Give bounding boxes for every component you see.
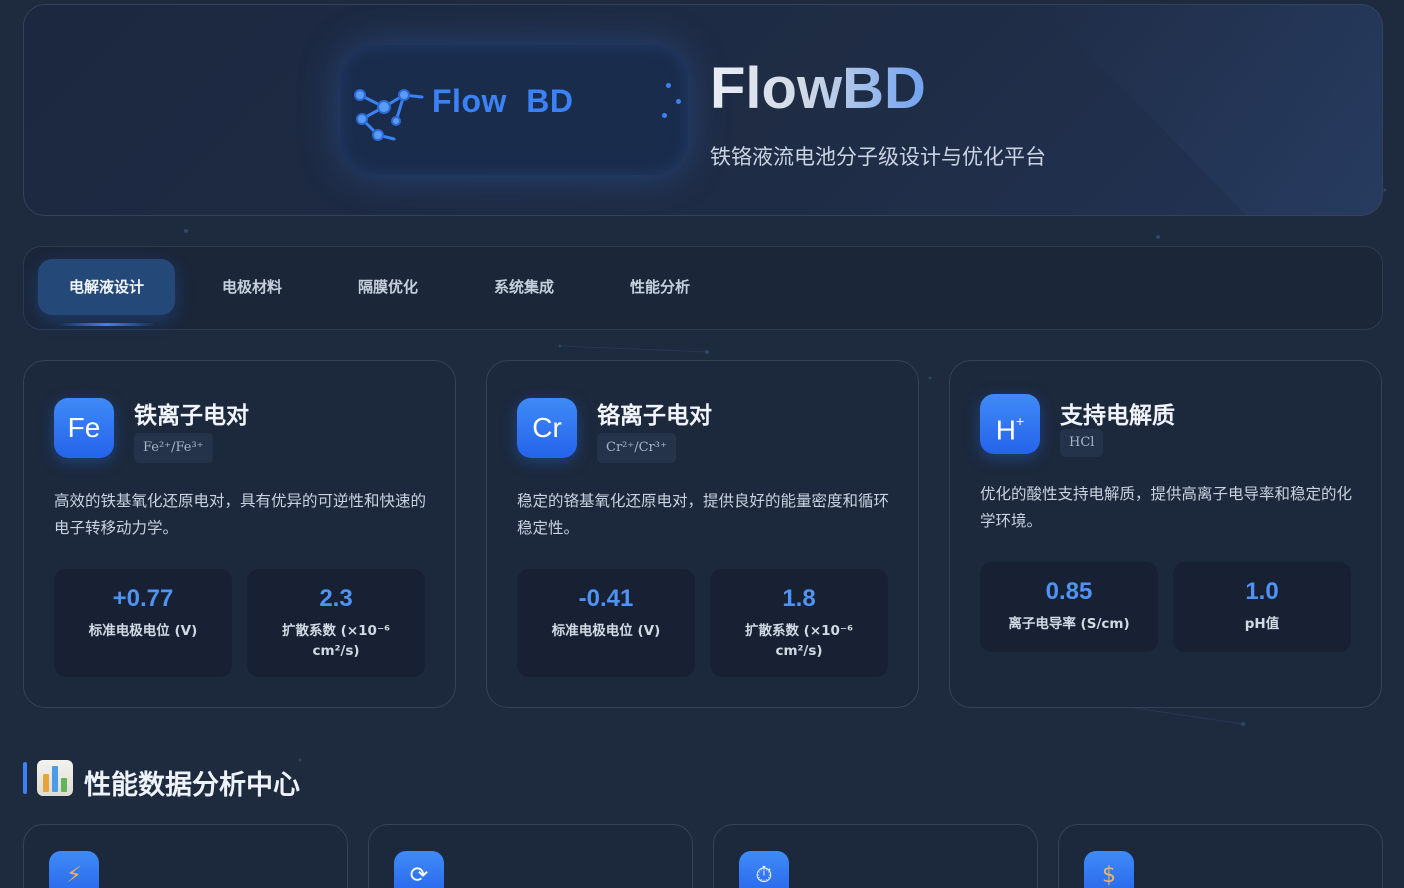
card-title: 铬离子电对 <box>597 403 712 429</box>
h-plus-element-icon: H+ <box>980 394 1040 454</box>
stat-diffusion-coefficient: 2.3 扩散系数 (×10⁻⁶ cm²/s) <box>247 569 425 677</box>
stopwatch-icon: ⏱ <box>739 851 789 888</box>
stat-electrode-potential: -0.41 标准电极电位 (V) <box>517 569 695 677</box>
card-description: 优化的酸性支持电解质，提供高离子电导率和稳定的化学环境。 <box>980 485 1353 530</box>
cr-element-icon: Cr <box>517 398 577 458</box>
card-title: 支持电解质 <box>1060 403 1175 429</box>
lightning-icon: ⚡ <box>49 851 99 888</box>
stat-electrode-potential: +0.77 标准电极电位 (V) <box>54 569 232 677</box>
card-iron-couple[interactable]: Fe 铁离子电对 Fe²⁺/Fe³⁺ 高效的铁基氧化还原电对，具有优异的可逆性和… <box>23 360 456 708</box>
tab-electrode-materials[interactable]: 电极材料 <box>221 278 282 296</box>
stat-value: +0.77 <box>112 585 174 612</box>
section-accent-bar <box>23 762 27 794</box>
bar-chart-icon <box>37 760 73 796</box>
card-supporting-electrolyte[interactable]: H+ 支持电解质 HCl 优化的酸性支持电解质，提供高离子电导率和稳定的化学环境… <box>949 360 1382 708</box>
stat-value: 1.0 <box>1245 578 1279 605</box>
logo-text: Flow BD <box>432 83 574 119</box>
stat-label: 扩散系数 (×10⁻⁶ cm²/s) <box>281 623 390 659</box>
metric-card-response-time[interactable]: ⏱ <box>713 824 1038 888</box>
section-title: 性能数据分析中心 <box>84 770 300 801</box>
app-subtitle: 铁铬液流电池分子级设计与优化平台 <box>710 145 1046 169</box>
main-tabs: 电解液设计 电极材料 隔膜优化 系统集成 性能分析 <box>23 246 1383 330</box>
stat-label: pH值 <box>1244 616 1280 632</box>
card-chromium-couple[interactable]: Cr 铬离子电对 Cr²⁺/Cr³⁺ 稳定的铬基氧化还原电对，提供良好的能量密度… <box>486 360 919 708</box>
molecule-icon <box>354 89 424 141</box>
logo[interactable]: Flow BD <box>340 45 688 175</box>
stat-label: 标准电极电位 (V) <box>88 623 198 639</box>
stat-label: 离子电导率 (S/cm) <box>1008 616 1130 632</box>
tab-electrolyte-design[interactable]: 电解液设计 <box>38 259 175 326</box>
card-title: 铁离子电对 <box>134 403 249 429</box>
refresh-icon: ⟳ <box>394 851 444 888</box>
stat-value: 2.3 <box>319 585 353 612</box>
card-formula: Fe²⁺/Fe³⁺ <box>134 433 213 463</box>
stat-value: 0.85 <box>1045 578 1093 605</box>
stat-diffusion-coefficient: 1.8 扩散系数 (×10⁻⁶ cm²/s) <box>710 569 888 677</box>
money-bag-icon: $ <box>1084 851 1134 888</box>
card-description: 稳定的铬基氧化还原电对，提供良好的能量密度和循环稳定性。 <box>517 492 890 537</box>
card-description: 高效的铁基氧化还原电对，具有优异的可逆性和快速的电子转移动力学。 <box>54 492 427 537</box>
stat-label: 扩散系数 (×10⁻⁶ cm²/s) <box>744 623 853 659</box>
stat-label: 标准电极电位 (V) <box>551 623 661 639</box>
card-formula: HCl <box>1060 429 1104 457</box>
stat-ph: 1.0 pH值 <box>1173 562 1351 652</box>
tab-system-integration[interactable]: 系统集成 <box>493 278 554 296</box>
metric-card-cost[interactable]: $ <box>1058 824 1383 888</box>
card-formula: Cr²⁺/Cr³⁺ <box>597 433 676 463</box>
metric-card-power[interactable]: ⚡ <box>23 824 348 888</box>
tab-performance-analysis[interactable]: 性能分析 <box>629 278 690 296</box>
stat-value: 1.8 <box>782 585 816 612</box>
stat-ionic-conductivity: 0.85 离子电导率 (S/cm) <box>980 562 1158 652</box>
fe-element-icon: Fe <box>54 398 114 458</box>
stat-value: -0.41 <box>578 585 634 612</box>
tab-membrane-optimization[interactable]: 隔膜优化 <box>357 278 418 296</box>
metric-card-cycle[interactable]: ⟳ <box>368 824 693 888</box>
app-title: FlowBD <box>710 56 926 121</box>
header-banner: Flow BD FlowBD 铁铬液流电池分子级设计与优化平台 <box>23 4 1383 216</box>
